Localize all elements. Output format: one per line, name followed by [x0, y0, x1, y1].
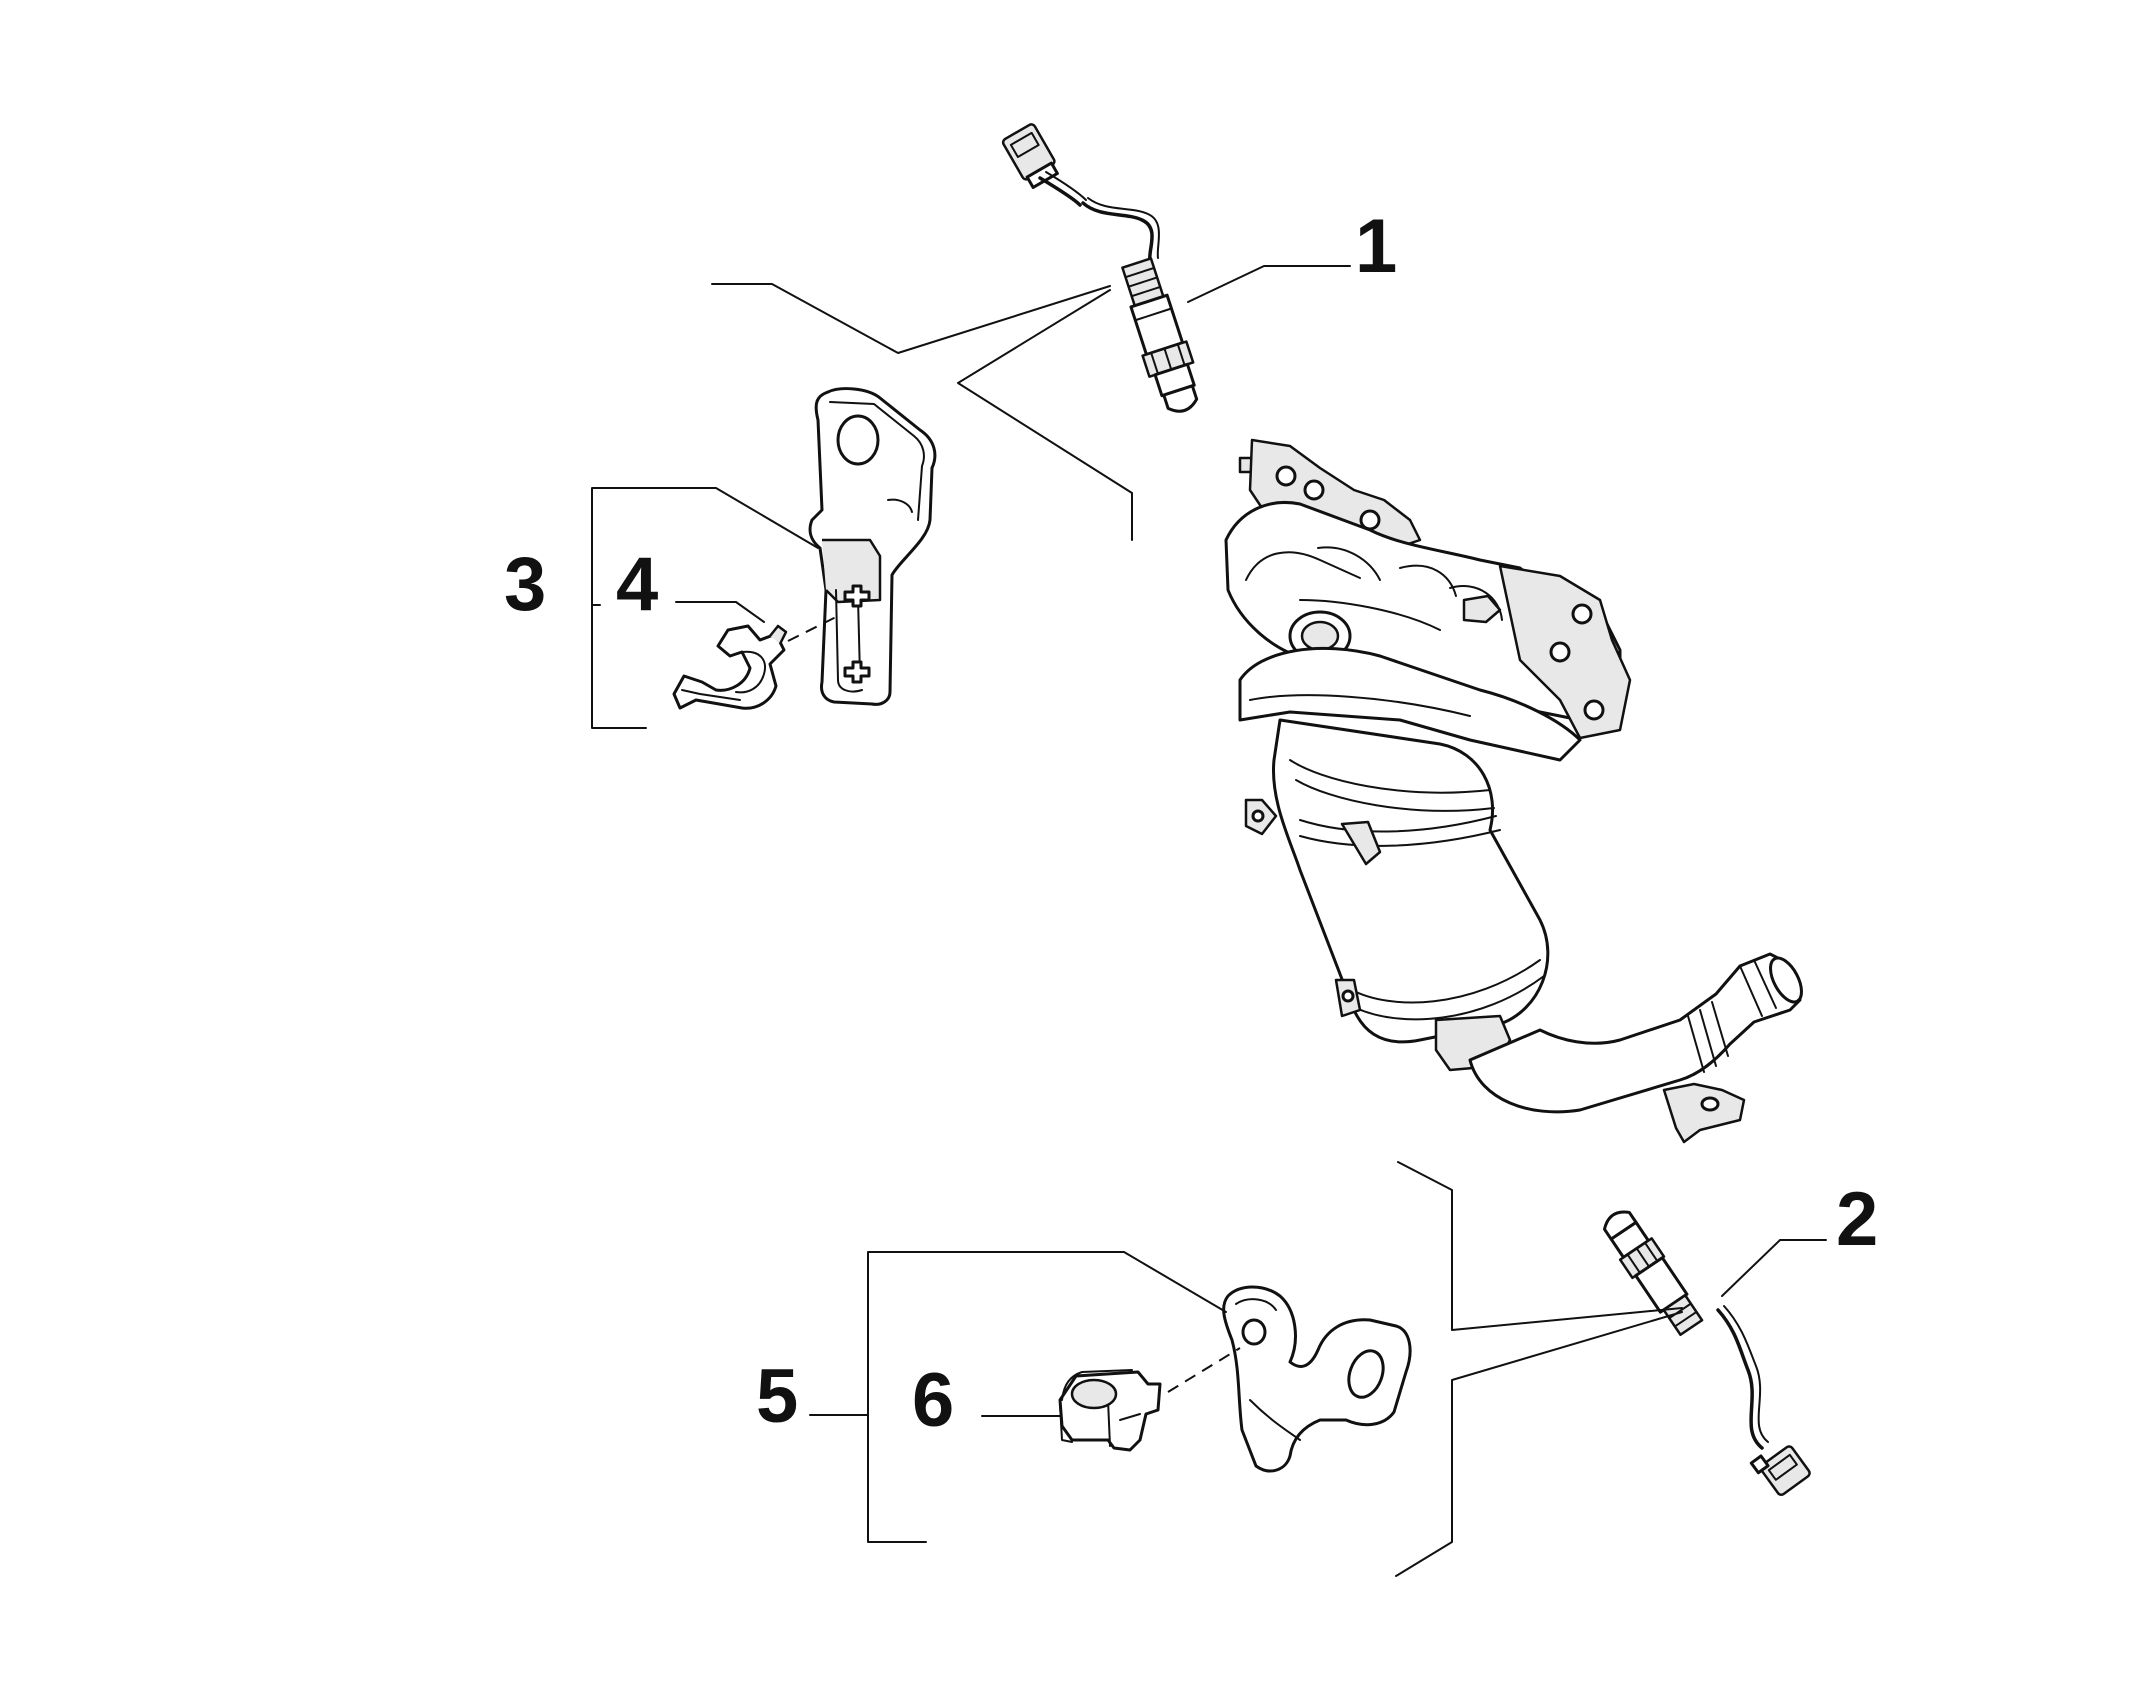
leader-5-bracket: [809, 1251, 1227, 1416]
callout-2: 2: [1836, 1177, 1878, 1262]
exhaust-manifold-catalytic-converter: [1224, 438, 1803, 1144]
leader-4: [675, 601, 765, 623]
leader-5-bracket-lower: [867, 1414, 927, 1543]
leader-3-bracket: [591, 487, 819, 606]
assembly-bracket-top-lower: [957, 289, 1133, 541]
callout-1: 1: [1355, 204, 1397, 289]
downstream-sensor-bracket: [1222, 1285, 1412, 1473]
downstream-sensor-clip: [1058, 1369, 1162, 1452]
sensor-bracket: [808, 387, 937, 706]
sensor-clip: [672, 624, 788, 710]
callout-5: 5: [756, 1354, 798, 1439]
oxygen-sensor-upstream: [1001, 123, 1351, 413]
callout-3: 3: [504, 542, 546, 627]
callout-4: 4: [616, 542, 658, 627]
leader-3-bracket-lower: [591, 604, 647, 729]
assembly-bracket-top-upper: [711, 283, 1111, 354]
clip-alignment-line-lower: [1167, 1347, 1241, 1393]
oxygen-sensor-downstream: [1602, 1210, 1827, 1496]
callout-6: 6: [912, 1358, 954, 1443]
clip-alignment-line: [787, 615, 839, 642]
assembly-bracket-bottom-upper: [1397, 1161, 1683, 1331]
assembly-bracket-bottom-lower: [1395, 1311, 1683, 1577]
